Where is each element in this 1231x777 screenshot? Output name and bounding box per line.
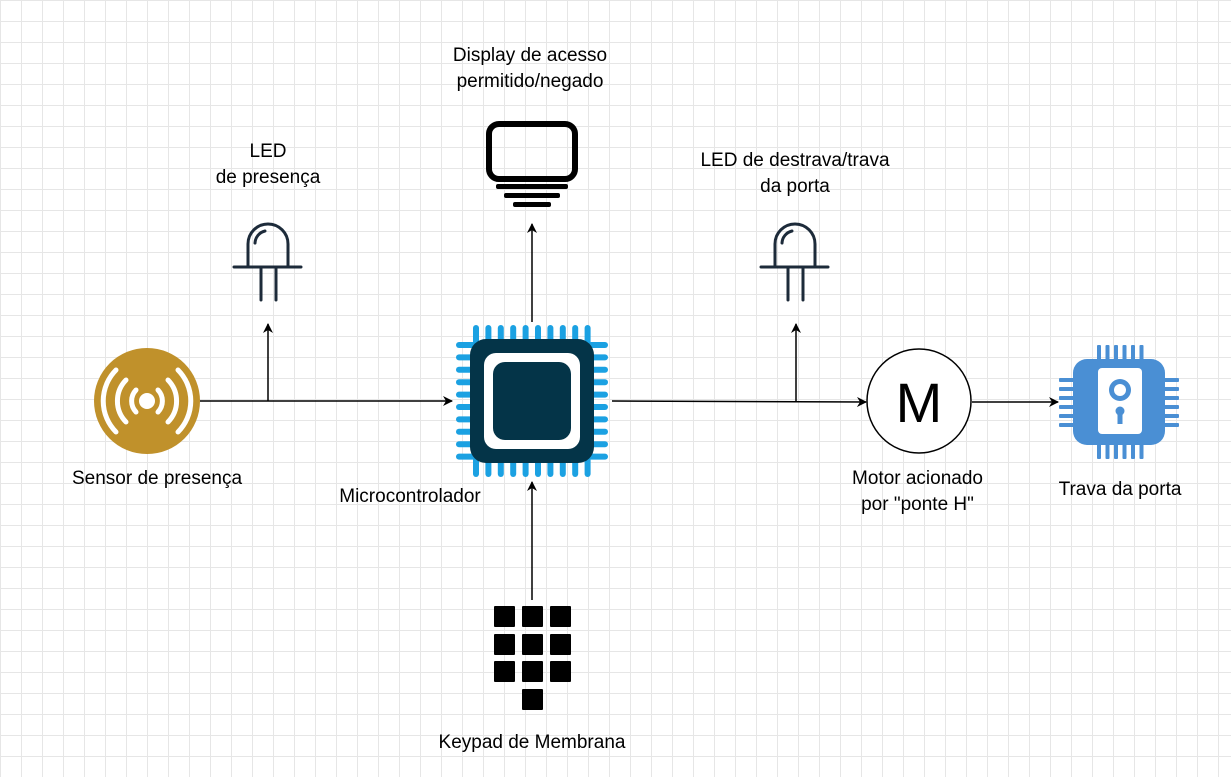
label-sensor: Sensor de presença [52,466,262,492]
lock-pin [1059,387,1077,391]
lock-pin [1122,441,1127,459]
label-door-lock: Trava da porta [1040,477,1200,503]
presence-sensor-icon [94,348,200,454]
lock-pin [1059,378,1077,382]
lock-pin [1114,345,1118,363]
keypad-key [522,661,543,682]
chip-pin [473,457,479,477]
keypad-key [494,634,515,655]
lock-pin [1114,441,1118,459]
door-lock-chip-icon [1059,345,1179,459]
microcontroller-icon [456,325,608,477]
led-icon [759,222,830,302]
lock-pin [1131,441,1135,459]
motor-icon: M [866,348,972,454]
chip-pin [588,342,608,348]
label-display: Display de acesso permitido/negado [430,43,630,95]
keypad-key [550,661,571,682]
label-sensor-text: Sensor de presença [71,468,243,489]
keypad-key [522,606,543,627]
keypad-key [522,634,543,655]
lock-pin [1131,345,1135,363]
label-led-lock-line1: LED de destrava/trava [700,150,890,171]
lock-pin [1097,345,1101,363]
lock-pin [1097,441,1101,459]
lock-pin [1059,405,1077,409]
keypad-key [494,606,515,627]
keypad-key [494,661,515,682]
lock-pin [1059,423,1077,427]
keypad-key [550,634,571,655]
label-motor-line2: por "ponte H" [861,494,974,515]
led-icon [232,222,303,302]
lock-pin [1161,387,1179,391]
chip-pin [456,342,476,348]
label-display-line1: Display de acesso [452,45,608,66]
label-led-presence-line2: de presença [215,167,321,188]
chip-pins [1059,345,1179,459]
lock-pin [1161,414,1179,418]
chip-pin [584,457,591,477]
lock-pin [1161,396,1179,400]
display-icon [486,121,578,207]
label-door-lock-text: Trava da porta [1058,479,1182,500]
label-led-lock: LED de destrava/trava da porta [675,148,915,200]
label-keypad-text: Keypad de Membrana [438,732,626,753]
label-microcontroller: Microcontrolador [320,484,500,510]
chip-pin [588,453,608,460]
lock-pin [1161,405,1179,409]
chip-pin [473,325,479,345]
label-microcontroller-text: Microcontrolador [339,486,481,507]
lock-pin [1059,414,1077,418]
lock-pin [1161,378,1179,382]
lock-pin [1161,423,1179,427]
keypad-key [550,606,571,627]
label-led-lock-line2: da porta [760,176,830,197]
lock-pin [1059,396,1077,400]
connections [200,223,1059,600]
lock-pin [1105,441,1110,459]
edge-mcu-to-motor [611,396,867,407]
label-keypad: Keypad de Membrana [412,730,652,756]
lock-pin [1105,345,1110,363]
label-motor: Motor acionado por "ponte H" [825,466,1010,518]
lock-pin [1139,345,1144,363]
label-led-presence: LED de presença [188,139,348,191]
motor-letter: M [896,371,943,434]
chip-pin [584,325,591,345]
chip-pin [456,453,476,460]
keypad-icon [494,606,571,710]
label-led-presence-line1: LED [249,141,287,162]
lock-pin [1122,345,1127,363]
keypad-key [522,689,543,710]
lock-pin [1139,441,1144,459]
label-motor-line1: Motor acionado [852,468,983,489]
label-display-line2: permitido/negado [456,71,604,92]
